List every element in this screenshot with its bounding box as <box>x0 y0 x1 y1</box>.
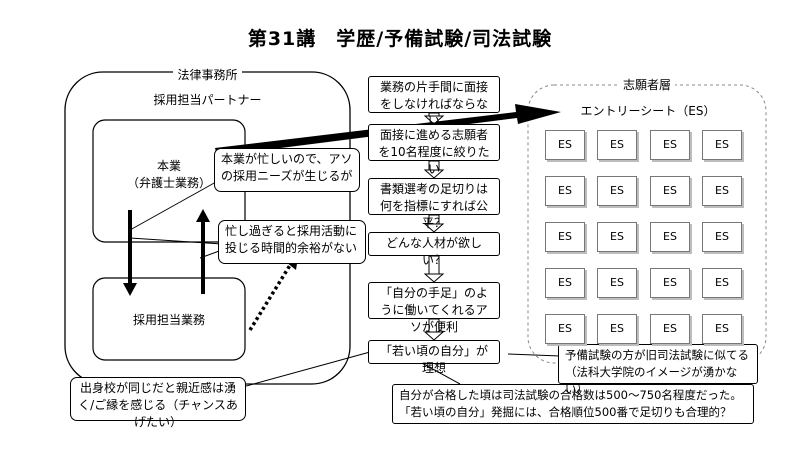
entry-sheet-title: エントリーシート（ES） <box>580 104 716 118</box>
applicants-label-text: 志願者層 <box>618 78 675 92</box>
busy-need-bubble: 本業が忙しいので、アソの採用ニーズが生じるが <box>214 148 360 192</box>
es-card: ES <box>702 176 742 206</box>
es-card: ES <box>545 176 585 206</box>
es-card: ES <box>597 176 637 206</box>
pointer-busy <box>129 181 217 231</box>
es-card: ES <box>597 314 637 344</box>
pointer-alma <box>227 351 371 392</box>
flow-step-3: 書類選考の足切りは何を指標にすれば公平？ <box>368 178 500 230</box>
up-arrow-head <box>196 209 210 222</box>
es-card: ES <box>597 130 637 160</box>
prelim-exam-bubble: 予備試験の方が旧司法試験に似てる（法科大学院のイメージが湧かない） <box>558 344 758 396</box>
flow-arrows <box>423 112 445 341</box>
law-firm-label-text: 法律事務所 <box>173 68 242 82</box>
no-time-bubble: 忙し過ぎると採用活動に投じる時間的余裕がない <box>218 220 366 264</box>
flow-arrow-head <box>423 115 445 125</box>
flow-arrow-head <box>423 223 445 233</box>
exam-pass-bubble: 自分が合格した頃は司法試験の合格数は500～750名程度だった。「若い頃の自分」… <box>392 384 754 424</box>
flow-arrow-head <box>423 169 445 179</box>
flow-step-4: どんな人材が欲しい？ <box>368 232 500 267</box>
es-card: ES <box>545 130 585 160</box>
flow-step-6: 「若い頃の自分」が理想 <box>368 340 500 375</box>
law-firm-label: 法律事務所 <box>65 67 350 84</box>
flow-arrow-head <box>423 273 445 283</box>
down-arrow-head <box>123 283 137 296</box>
applicants-label: 志願者層 <box>598 77 696 94</box>
pointer-prelim <box>507 353 561 357</box>
pointer-notime-1 <box>129 237 223 245</box>
main-job-sub-label: （弁護士業務） <box>126 176 211 190</box>
alma-mater-bubble: 出身校が同じだと親近感は湧く/ご縁を感じる（チャンスあげたい） <box>70 377 246 429</box>
es-card: ES <box>702 222 742 252</box>
flow-step-1: 業務の片手間に面接をしなければならない <box>368 76 500 128</box>
flow-step-2: 面接に進める志願者を10名程度に絞りたい <box>368 124 500 176</box>
es-card: ES <box>702 130 742 160</box>
es-card: ES <box>650 130 690 160</box>
es-card: ES <box>650 314 690 344</box>
dotted-arrow <box>248 261 294 331</box>
main-job-label: 本業 <box>156 159 181 173</box>
page-title: 第31講 学歴/予備試験/司法試験 <box>247 28 553 50</box>
es-card: ES <box>702 314 742 344</box>
recruiting-job-label: 採用担当業務 <box>132 313 205 327</box>
es-card: ES <box>545 314 585 344</box>
pointer-exam <box>419 361 461 385</box>
flow-step-5: 「自分の手足」のように働いてくれるアソが便利 <box>368 282 500 334</box>
recruiting-job-box <box>92 277 246 361</box>
hiring-partner-label: 採用担当パートナー <box>153 93 262 107</box>
es-card: ES <box>597 222 637 252</box>
es-card: ES <box>650 176 690 206</box>
es-card: ES <box>650 268 690 298</box>
es-card: ES <box>545 222 585 252</box>
es-card: ES <box>597 268 637 298</box>
es-card: ES <box>702 268 742 298</box>
es-card: ES <box>545 268 585 298</box>
flow-arrow-head <box>423 331 445 341</box>
es-card: ES <box>650 222 690 252</box>
